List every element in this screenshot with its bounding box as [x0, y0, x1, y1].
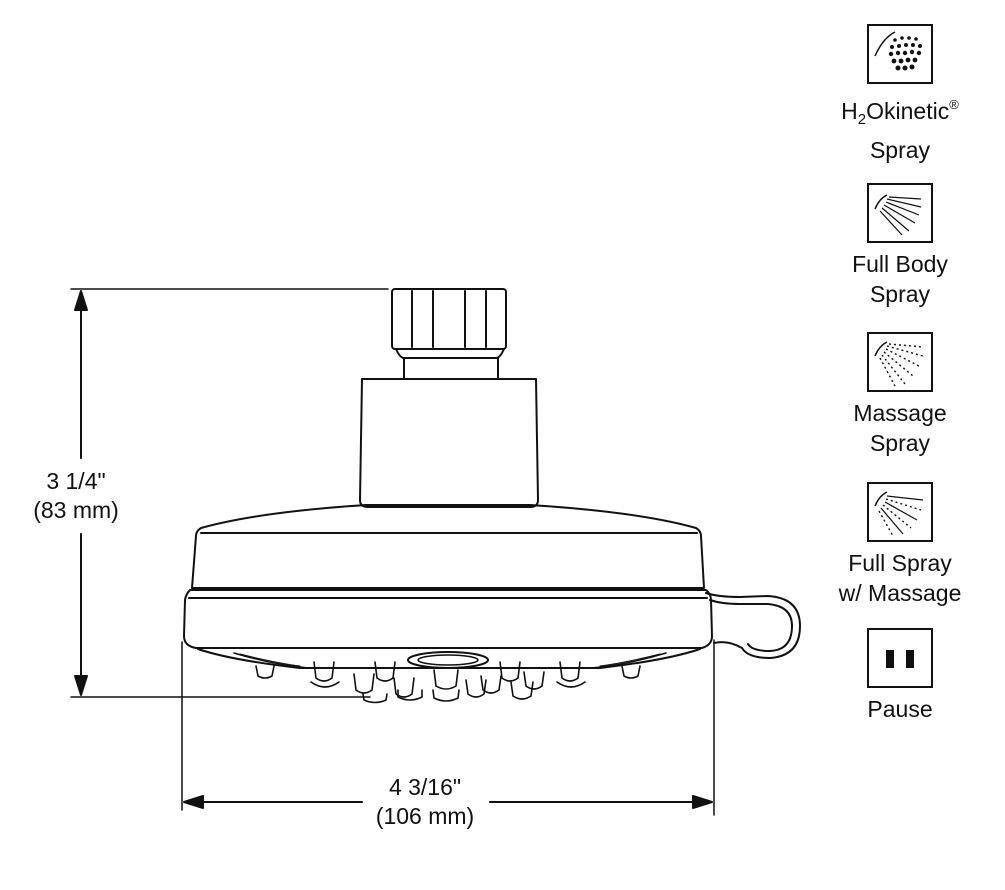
spray-mode-pause: Pause [820, 628, 980, 724]
width-dimension-line [181, 639, 715, 816]
massage-spray-icon [867, 332, 933, 392]
width-dimension-label: 4 3/16" (106 mm) [355, 773, 495, 831]
spray-mode-h2okinetic: H2Okinetic® Spray [820, 24, 980, 165]
width-metric: (106 mm) [375, 803, 475, 829]
full-spray-massage-icon [867, 482, 933, 542]
mode-label: Pause [867, 696, 933, 722]
height-metric: (83 mm) [33, 497, 119, 523]
mode-label: H2Okinetic® Spray [841, 97, 959, 163]
spray-nozzles [255, 661, 641, 704]
width-imperial: 4 3/16" [388, 774, 462, 800]
h2okinetic-spray-icon [867, 24, 933, 84]
shower-body-lower [183, 589, 713, 649]
height-dimension-label: 3 1/4" (83 mm) [20, 467, 132, 525]
full-body-spray-icon [867, 183, 933, 243]
height-imperial: 3 1/4" [46, 468, 106, 494]
shower-hook [705, 592, 801, 659]
shower-body-upper [191, 504, 705, 589]
connector-nut [391, 288, 507, 380]
shower-neck [359, 378, 539, 508]
height-dimension-line [70, 288, 389, 698]
pause-icon [867, 628, 933, 688]
